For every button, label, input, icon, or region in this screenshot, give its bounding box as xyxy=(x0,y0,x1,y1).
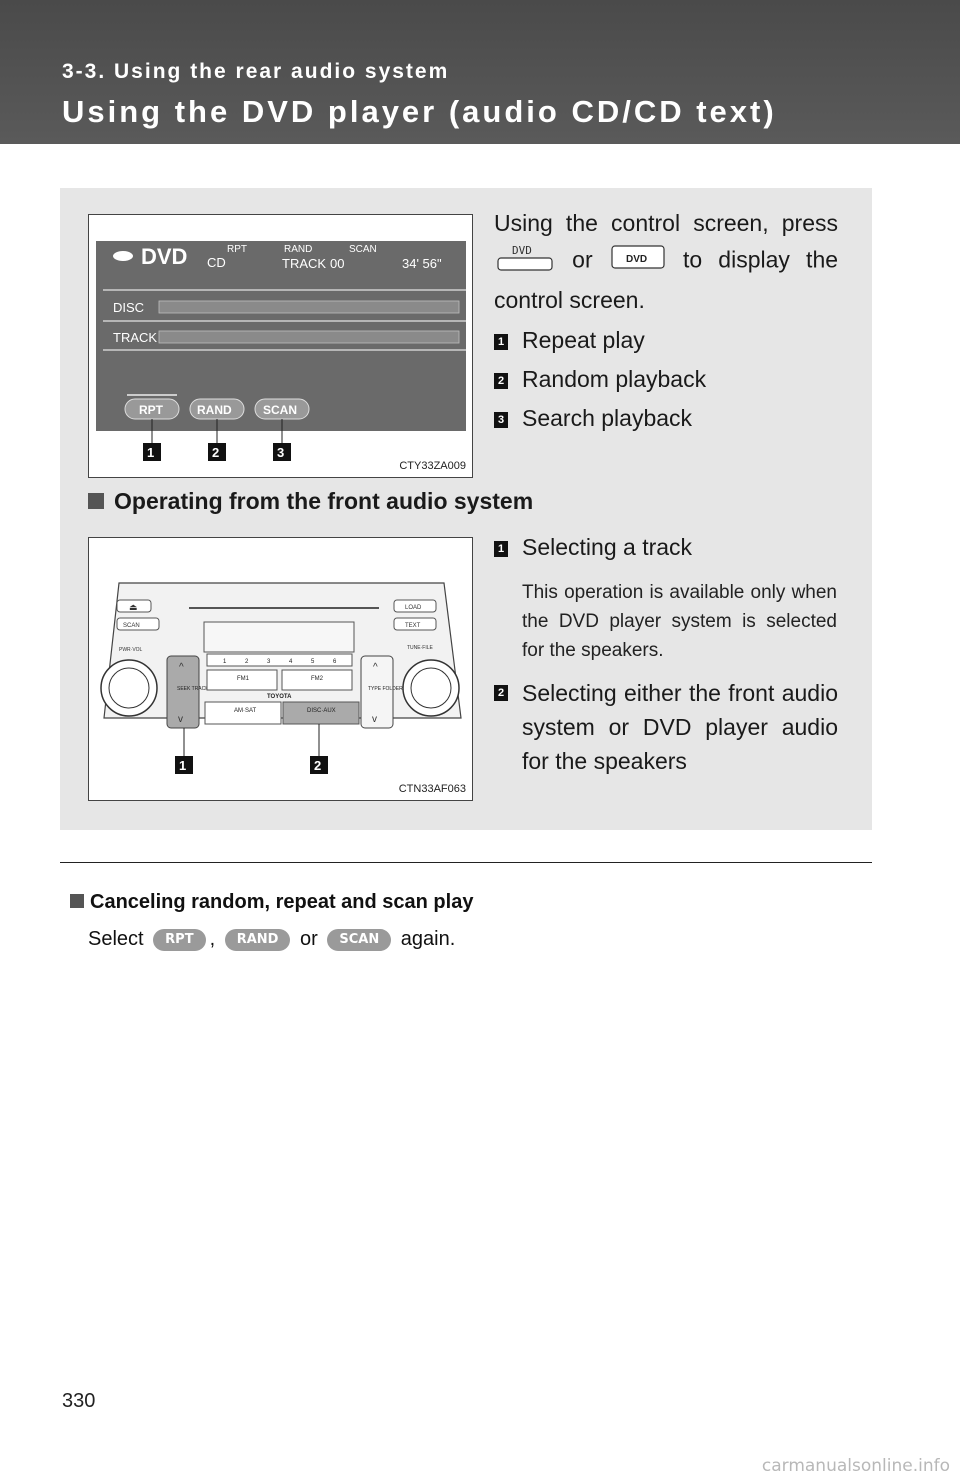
item-number: 1 xyxy=(494,540,508,557)
rpt-button: RPT xyxy=(153,928,206,951)
list-item: 1 Selecting a track xyxy=(494,530,692,564)
screen-track-number: 00 xyxy=(330,256,344,271)
item-text: Random playback xyxy=(522,366,707,392)
item-number: 2 xyxy=(494,685,508,701)
dvd-button-icon: DVD xyxy=(494,240,556,283)
disc-label: DISC·AUX xyxy=(307,708,336,714)
cancel-heading: Canceling random, repeat and scan play xyxy=(70,891,473,914)
list-item: 1 Repeat play xyxy=(494,323,645,357)
screen-scan-button: SCAN xyxy=(263,403,297,417)
fm2-label: FM2 xyxy=(311,676,324,682)
intro-text-1: Using the control screen, press xyxy=(494,210,838,236)
screen-scan-label: SCAN xyxy=(349,244,377,255)
svg-text:DVD: DVD xyxy=(626,254,647,265)
rear-screen-illustration: DVD CD RPT RAND SCAN TRACK 00 34' 56" DI… xyxy=(96,241,466,461)
item-text: Selecting either the front audio system … xyxy=(522,680,838,774)
scan-label: SCAN xyxy=(123,623,140,629)
page-header: 3-3. Using the rear audio system Using t… xyxy=(0,0,960,144)
square-bullet-icon xyxy=(88,493,104,509)
item-text: Selecting a track xyxy=(522,534,693,560)
brand-label: TOYOTA xyxy=(267,694,292,700)
svg-text:6: 6 xyxy=(333,659,337,665)
subheading-text: Operating from the front audio system xyxy=(114,488,534,514)
screen-rand-label: RAND xyxy=(284,244,312,255)
select-text: Select xyxy=(88,928,144,950)
screen-track-row: TRACK xyxy=(113,330,157,345)
seek-label: SEEK TRACK xyxy=(177,686,209,692)
screen-track-label: TRACK xyxy=(282,256,326,271)
front-audio-illustration: ⏏ SCAN LOAD TEXT PWR·VOL TUNE·FILE ^ SEE… xyxy=(100,582,462,774)
section-label: 3-3. Using the rear audio system xyxy=(62,60,450,83)
page-title: Using the DVD player (audio CD/CD text) xyxy=(62,94,777,129)
dvd-key-icon: DVD xyxy=(609,242,667,281)
intro-text-2: to display the control screen. xyxy=(494,246,839,313)
screen-rpt-button: RPT xyxy=(139,403,164,417)
screen-logo: DVD xyxy=(141,244,187,269)
watermark: carmanualsonline.info xyxy=(761,1456,950,1476)
callout-2: 2 xyxy=(314,758,321,773)
svg-text:^: ^ xyxy=(179,662,184,673)
intro-or: or xyxy=(572,246,593,273)
figure-code: CTN33AF063 xyxy=(398,783,466,795)
svg-text:v: v xyxy=(372,714,377,725)
subheading: Operating from the front audio system xyxy=(88,488,533,515)
cancel-heading-text: Canceling random, repeat and scan play xyxy=(90,891,474,913)
item-number: 3 xyxy=(494,411,508,428)
list-item: 2 Random playback xyxy=(494,362,706,396)
svg-text:⏏: ⏏ xyxy=(129,602,138,612)
callout-2: 2 xyxy=(212,445,219,460)
item-text: Repeat play xyxy=(522,327,645,353)
svg-text:^: ^ xyxy=(373,662,378,673)
item-number: 1 xyxy=(494,333,508,350)
svg-text:5: 5 xyxy=(311,659,315,665)
svg-text:2: 2 xyxy=(245,659,249,665)
page-number: 330 xyxy=(62,1390,96,1412)
text-label: TEXT xyxy=(405,623,421,629)
svg-text:v: v xyxy=(178,714,183,725)
figure-code: CTY33ZA009 xyxy=(399,460,466,472)
item-number: 2 xyxy=(494,372,508,389)
screen-disc-row: DISC xyxy=(113,300,144,315)
comma-text: , xyxy=(209,928,216,950)
svg-text:1: 1 xyxy=(223,659,227,665)
load-label: LOAD xyxy=(405,605,422,611)
fm1-label: FM1 xyxy=(237,676,250,682)
svg-text:DVD: DVD xyxy=(512,244,532,257)
disc-logo-icon xyxy=(113,251,133,261)
rear-screen-figure: DVD CD RPT RAND SCAN TRACK 00 34' 56" DI… xyxy=(88,214,473,478)
screen-rpt-label: RPT xyxy=(227,244,247,255)
callout-1: 1 xyxy=(179,758,186,773)
svg-text:3: 3 xyxy=(267,659,271,665)
square-bullet-icon xyxy=(70,894,84,908)
screen-source: CD xyxy=(207,255,226,270)
pwr-label: PWR·VOL xyxy=(119,647,143,653)
intro-paragraph: Using the control screen, press DVD or D… xyxy=(494,206,838,317)
callout-3: 3 xyxy=(277,445,284,460)
am-label: AM·SAT xyxy=(234,708,257,714)
scan-button: SCAN xyxy=(327,928,392,951)
front-audio-figure: ⏏ SCAN LOAD TEXT PWR·VOL TUNE·FILE ^ SEE… xyxy=(88,537,473,801)
callout-1: 1 xyxy=(147,445,154,460)
type-label: TYPE FOLDER xyxy=(368,686,403,692)
svg-text:4: 4 xyxy=(289,659,293,665)
rand-button: RAND xyxy=(224,928,291,951)
screen-rand-button: RAND xyxy=(197,403,232,417)
or-text: or xyxy=(300,928,318,950)
preset-buttons: 1 2 3 4 5 6 xyxy=(206,653,353,667)
note-text: This operation is available only when th… xyxy=(522,582,837,661)
item-text: Search playback xyxy=(522,405,693,431)
screen-time: 34' 56" xyxy=(402,256,442,271)
divider xyxy=(60,862,872,863)
cancel-instruction: Select RPT, RAND or SCAN again. xyxy=(88,928,455,951)
list-item: 3 Search playback xyxy=(494,401,692,435)
tune-label: TUNE·FILE xyxy=(407,645,434,651)
again-text: again. xyxy=(400,928,456,950)
